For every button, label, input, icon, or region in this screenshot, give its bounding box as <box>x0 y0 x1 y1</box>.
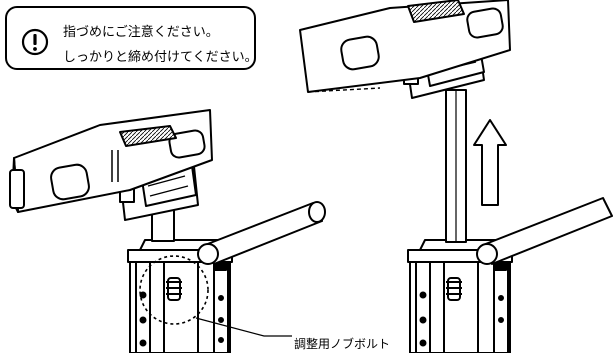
left-assembly <box>9 109 326 353</box>
caution-text-line2: しっかりと締め付けてください。 <box>63 50 258 65</box>
extended-pole <box>445 89 467 243</box>
left-column <box>129 261 231 353</box>
knob-bolt-label: 調整用ノブボルト <box>294 337 391 351</box>
up-arrow-icon <box>473 119 507 206</box>
camera-right <box>299 0 511 93</box>
knob-bolt-right <box>446 277 462 301</box>
right-column <box>409 261 511 353</box>
caution-text-line1: 指づめにご注意ください。 <box>63 25 219 40</box>
callout-leader <box>195 317 292 337</box>
camera-left <box>9 109 213 213</box>
round-bar-right <box>476 197 613 265</box>
exclamation-circle-icon <box>21 28 49 56</box>
right-assembly <box>299 0 613 353</box>
knob-bolt-left <box>166 277 182 301</box>
caution-box: 指づめにご注意ください。 しっかりと締め付けてください。 <box>5 6 258 70</box>
round-bar-left <box>197 201 326 265</box>
